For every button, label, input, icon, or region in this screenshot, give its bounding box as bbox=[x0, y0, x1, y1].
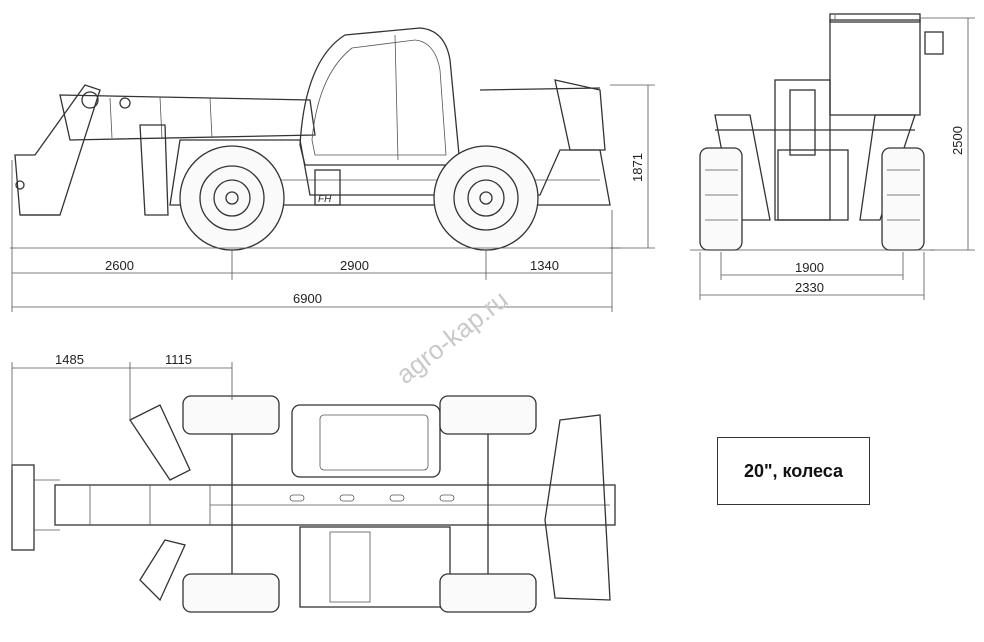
fork-carriage bbox=[14, 84, 169, 216]
top-dimensions: 1485 1115 bbox=[11, 352, 233, 470]
rear-wheel bbox=[433, 145, 539, 251]
dim-overall-width: 2330 bbox=[795, 280, 824, 295]
side-dimensions: 2600 2900 1340 6900 1871 bbox=[11, 84, 655, 312]
cab-brand-label: FH bbox=[318, 194, 332, 205]
dim-fork-offset: 1485 bbox=[55, 352, 84, 367]
front-view: 1900 2330 2500 bbox=[690, 13, 975, 300]
watermark: agro-kap.ru bbox=[390, 284, 513, 390]
telescopic-boom bbox=[59, 91, 316, 141]
side-view: FH 2600 2900 1340 6900 bbox=[10, 27, 655, 312]
legend-box: 20", колеса bbox=[717, 437, 870, 505]
dim-overall-height: 2500 bbox=[950, 126, 965, 155]
front-wheel bbox=[179, 145, 285, 251]
front-dimensions: 1900 2330 2500 bbox=[699, 17, 975, 300]
dim-wheelbase: 2900 bbox=[340, 258, 369, 273]
top-wheels bbox=[182, 395, 537, 613]
top-view: 1485 1115 bbox=[11, 352, 616, 613]
dim-height-1871: 1871 bbox=[630, 153, 645, 182]
dim-front-overhang: 2600 bbox=[105, 258, 134, 273]
dim-rear-overhang: 1340 bbox=[530, 258, 559, 273]
legend-text: 20", колеса bbox=[743, 460, 844, 481]
cab: FH bbox=[299, 27, 461, 206]
dim-overall-length: 6900 bbox=[293, 291, 322, 306]
dim-track: 1900 bbox=[795, 260, 824, 275]
dim-boom-offset: 1115 bbox=[165, 352, 192, 367]
